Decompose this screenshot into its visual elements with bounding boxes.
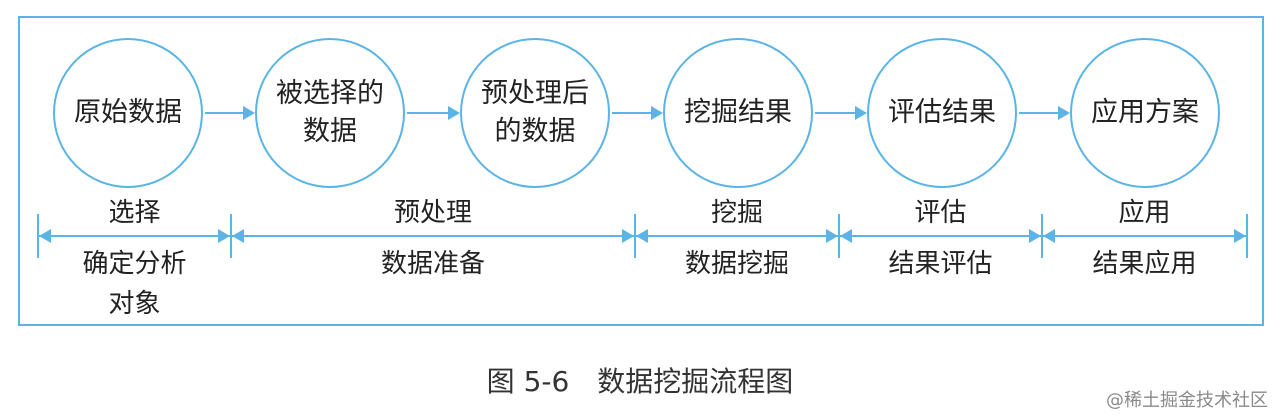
- stage-description: 结果评估: [888, 249, 993, 279]
- node-evaluation-result: 评估结果: [867, 38, 1017, 188]
- stage-name: 应用: [1118, 198, 1171, 228]
- stage-description: 结果应用: [1092, 249, 1197, 279]
- stage-boundary: [37, 214, 39, 258]
- stage-span-select: [39, 229, 230, 243]
- flow-arrow: [815, 106, 867, 120]
- node-label: 原始数据: [74, 97, 182, 128]
- stage-boundary: [230, 214, 232, 258]
- stage-span-evaluation: [840, 229, 1041, 243]
- node-mining-result: 挖掘结果: [663, 38, 813, 188]
- flow-arrow: [612, 106, 663, 120]
- stage-name: 挖掘: [710, 198, 763, 228]
- stage-boundary: [1041, 214, 1043, 258]
- stage-boundary: [838, 214, 840, 258]
- node-label: 应用方案: [1091, 97, 1199, 128]
- stage-name: 预处理: [393, 198, 472, 228]
- flow-arrow: [205, 106, 255, 120]
- node-label: 挖掘结果: [684, 97, 792, 128]
- stage-description: 数据准备: [380, 249, 485, 279]
- stage-boundary: [634, 214, 636, 258]
- stage-description: 确定分析 对象: [82, 249, 187, 319]
- stage-span-preprocess: [232, 229, 634, 243]
- node-application-plan: 应用方案: [1070, 38, 1220, 188]
- flow-arrow: [1019, 106, 1070, 120]
- stage-span-application: [1043, 229, 1246, 243]
- figure-caption: 图 5-6 数据挖掘流程图: [486, 365, 794, 398]
- stage-span-mining: [636, 229, 838, 243]
- stage-boundary: [1246, 214, 1248, 258]
- node-selected-data: 被选择的 数据: [255, 38, 405, 188]
- stage-description: 数据挖掘: [684, 249, 789, 279]
- diagram-frame: [18, 16, 1264, 326]
- flow-arrow: [407, 106, 460, 120]
- node-raw-data: 原始数据: [53, 38, 203, 188]
- node-label: 被选择的 数据: [276, 78, 384, 147]
- node-label: 预处理后 的数据: [481, 78, 589, 147]
- node-label: 评估结果: [888, 97, 996, 128]
- watermark: @稀土掘金技术社区: [1106, 390, 1268, 411]
- node-preprocessed-data: 预处理后 的数据: [460, 38, 610, 188]
- stage-name: 选择: [108, 198, 161, 228]
- stage-name: 评估: [914, 198, 967, 228]
